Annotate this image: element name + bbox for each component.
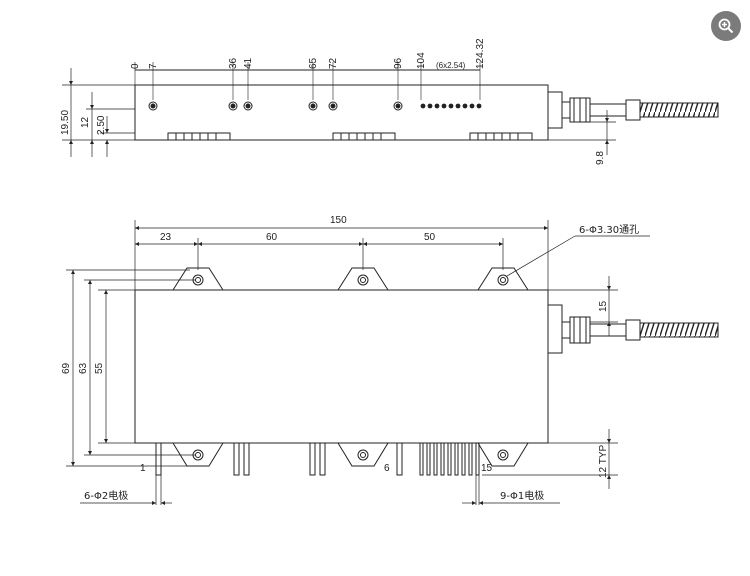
right-dim-9-8: 9.8 <box>595 151 606 165</box>
height-dim-19-50: 19.50 <box>60 110 71 135</box>
pos-label-104: 104 <box>416 52 427 69</box>
top-view-height-dims <box>62 68 135 157</box>
mount-hole-callout: 6-Φ3.30通孔 <box>579 224 639 236</box>
pin-pitch-note: (6x2.54) <box>436 61 466 70</box>
pos-label-65: 65 <box>308 57 319 69</box>
pin-height-dim <box>482 429 618 489</box>
bottom-mount-tabs <box>172 442 529 467</box>
electrode-pins-1mm <box>419 442 480 476</box>
position-extension-lines <box>134 62 481 100</box>
spacing-dim-23: 23 <box>160 232 172 243</box>
mount-hole-leader <box>506 235 650 277</box>
right-dim-15: 15 <box>598 300 609 312</box>
pin-height-label: 12 TYP <box>598 445 609 478</box>
top-view-pin-row <box>420 103 482 109</box>
overall-width-label: 150 <box>330 215 347 226</box>
top-view-right-dim <box>548 110 616 155</box>
spacing-dims <box>135 238 504 270</box>
electrode-pins-2mm <box>155 442 403 476</box>
height-dim-63: 63 <box>78 362 89 374</box>
top-view-holes <box>148 101 403 111</box>
pos-label-96: 96 <box>393 57 404 69</box>
top-view-flanges <box>167 132 533 141</box>
spacing-dim-50: 50 <box>424 232 436 243</box>
top-view-body <box>134 84 549 141</box>
pos-label-7: 7 <box>148 63 159 69</box>
front-view-fiber-connector <box>547 304 719 354</box>
zoom-button[interactable] <box>711 11 741 41</box>
magnifier-plus-icon <box>718 18 734 34</box>
electrode-right-leader <box>462 475 560 506</box>
height-dim-2-50: 2.50 <box>96 115 107 135</box>
electrode-callout-right: 9-Φ1电极 <box>500 489 544 502</box>
pos-label-36: 36 <box>228 57 239 69</box>
pos-label-124: 124.32 <box>475 38 486 69</box>
electrode-left-leader <box>80 475 172 506</box>
top-mount-tabs <box>172 267 529 291</box>
height-dim-12: 12 <box>80 116 91 128</box>
front-right-dim <box>520 276 618 336</box>
height-dim-55: 55 <box>94 362 105 374</box>
front-height-dims <box>66 269 195 467</box>
pin-spacing-15: 15 <box>481 463 493 474</box>
pos-label-0: 0 <box>130 63 141 69</box>
pin-spacing-6: 6 <box>384 463 390 474</box>
front-view: 150 23 60 50 <box>61 215 719 506</box>
spacing-dim-60: 60 <box>266 232 278 243</box>
top-view: 0 7 36 41 65 72 96 104 124.32 (6x2.54) <box>60 38 719 165</box>
height-dim-69: 69 <box>61 362 72 374</box>
pin-spacing-1: 1 <box>140 463 146 474</box>
overall-width-dim <box>134 220 549 290</box>
front-view-body <box>134 289 549 444</box>
top-view-fiber-connector <box>547 91 719 129</box>
pos-label-72: 72 <box>328 57 339 69</box>
pos-label-41: 41 <box>243 57 254 69</box>
electrode-callout-left: 6-Φ2电极 <box>84 489 128 502</box>
position-labels: 0 7 36 41 65 72 96 104 124.32 (6x2.54) <box>130 38 486 70</box>
